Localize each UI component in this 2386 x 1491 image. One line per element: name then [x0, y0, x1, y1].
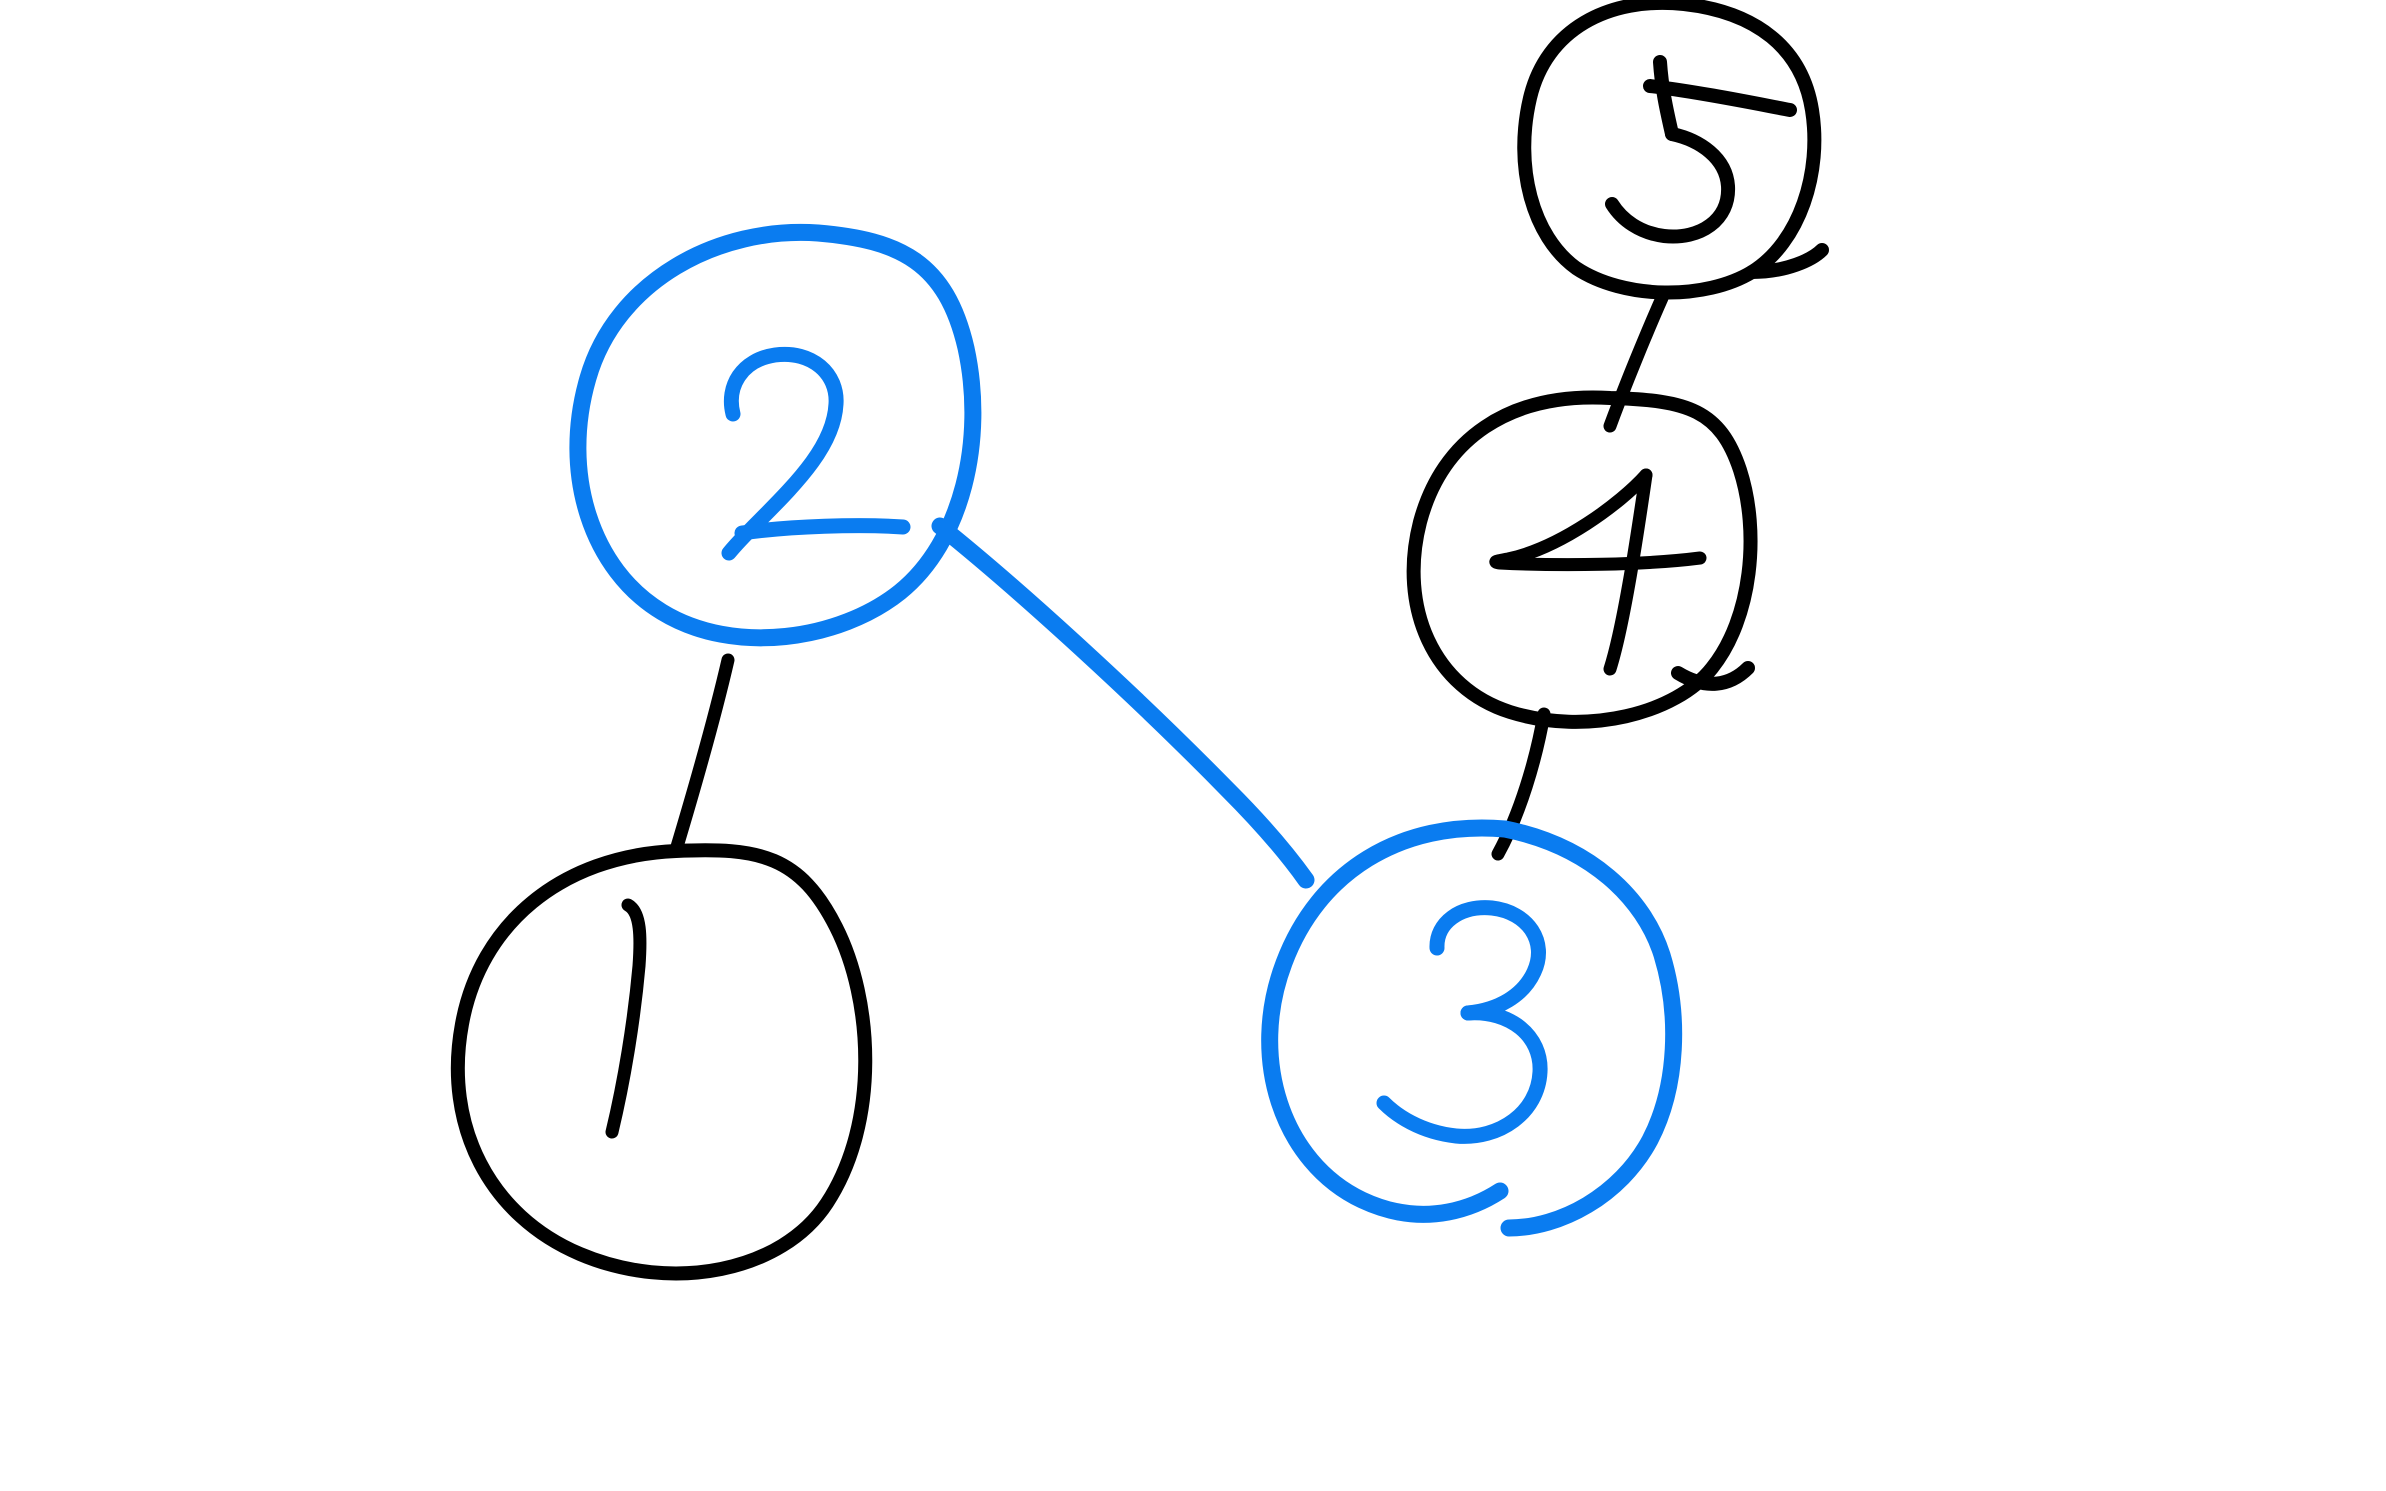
- nodes-layer: 1 2 3 4 5: [450, 0, 1829, 1281]
- node-label-2-stroke-1: [734, 518, 911, 541]
- edges-layer: [669, 291, 1669, 889]
- graph-edge[interactable]: [931, 517, 1315, 889]
- graph-node-5[interactable]: 5: [1517, 0, 1829, 300]
- graph-edge[interactable]: [1491, 707, 1551, 861]
- node-circle-tail-4: [1671, 661, 1755, 691]
- graph-edge[interactable]: [1603, 291, 1669, 433]
- node-label-4-stroke-0: [1489, 468, 1707, 572]
- node-label-3-stroke-0: [1429, 900, 1546, 1021]
- node-circle-5[interactable]: [1517, 0, 1822, 300]
- graph-node-1[interactable]: 1: [450, 843, 873, 1281]
- node-circle-tail-3: [1496, 820, 1683, 1237]
- node-circle-3[interactable]: [1261, 819, 1514, 1223]
- node-circle-4[interactable]: [1406, 390, 1758, 729]
- node-label-5-stroke-0: [1653, 55, 1679, 141]
- graph-node-3[interactable]: 3: [1261, 819, 1683, 1237]
- edge-line-5-4[interactable]: [1603, 291, 1669, 433]
- node-label-4: 4: [1600, 549, 1601, 551]
- node-label-4-stroke-1: [1603, 468, 1653, 676]
- edge-line-2-1[interactable]: [669, 653, 735, 857]
- node-label-2: 2: [800, 429, 801, 431]
- node-circle-tail-5: [1745, 243, 1829, 279]
- node-label-1: 1: [688, 1049, 689, 1051]
- edge-line-4-3[interactable]: [1491, 707, 1551, 861]
- node-label-5-stroke-1: [1643, 79, 1797, 117]
- edge-line-2-3[interactable]: [931, 517, 1315, 889]
- node-label-5-stroke-2: [1605, 127, 1736, 244]
- node-circle-2[interactable]: [569, 223, 982, 647]
- graph-node-4[interactable]: 4: [1406, 390, 1758, 729]
- node-circle-1[interactable]: [450, 843, 873, 1281]
- graph-node-2[interactable]: 2: [569, 223, 982, 647]
- node-label-3-stroke-1: [1376, 1005, 1548, 1144]
- graph-edge[interactable]: [669, 653, 735, 857]
- node-label-1-stroke-0: [605, 898, 647, 1139]
